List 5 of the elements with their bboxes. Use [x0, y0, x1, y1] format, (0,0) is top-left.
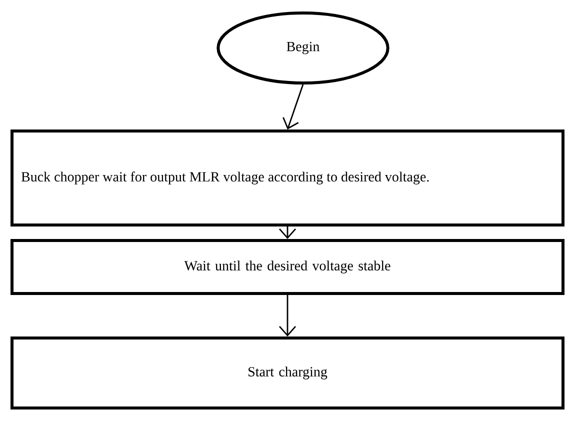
process-box: Buck chopper wait for output MLR voltage according to desired voltage. [10, 130, 564, 226]
process-box: Wait until the desired voltage stable [10, 239, 564, 295]
arrow [282, 84, 304, 130]
process-box: Start charging [10, 336, 564, 410]
arrow [278, 295, 296, 336]
